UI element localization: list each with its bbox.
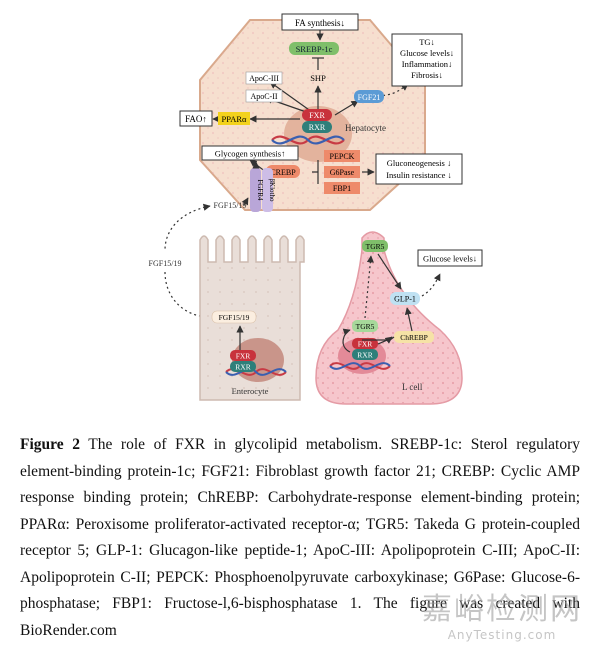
svg-text:ApoC-III: ApoC-III [249,74,279,83]
svg-text:RXR: RXR [357,351,372,360]
shp-label: SHP [310,73,326,83]
watermark-sub: AnyTesting.com [447,628,557,642]
gluconeogenesis-box: Gluconeogenesis ↓ Insulin resistance ↓ [375,153,463,185]
apoc-ii-node: ApoC-II [245,89,283,103]
fgfr4-klotho-receptor: FGFR4 βKlotho [250,168,276,212]
fa-synthesis-box: FA synthesis↓ [281,13,359,31]
fao-box: FAO↑ [179,110,213,127]
svg-text:Glucose levels↓: Glucose levels↓ [400,48,454,58]
svg-text:Fibrosis↓: Fibrosis↓ [411,70,443,80]
glycogen-synthesis-box: Glycogen synthesis↑ [201,145,299,161]
svg-text:FAO↑: FAO↑ [185,114,207,124]
l-cell-fxr-rxr: FXR RXR [352,338,378,360]
tg-effects-box: TG↓ Glucose levels↓ Inflammation↓ Fibros… [391,33,463,87]
svg-text:TGR5: TGR5 [356,322,375,331]
svg-text:ApoC-II: ApoC-II [250,92,277,101]
svg-text:FXR: FXR [309,111,325,120]
svg-text:Insulin resistance ↓: Insulin resistance ↓ [386,170,452,180]
hepatocyte-fxr-rxr: FXR RXR [302,109,332,133]
svg-text:FXR: FXR [236,352,251,361]
crebp-node: CREBP [266,165,300,178]
enterocyte-label: Enterocyte [232,386,269,396]
svg-text:G6Pase: G6Pase [330,168,355,177]
l-cell-label: L cell [402,382,423,392]
svg-text:CREBP: CREBP [270,168,296,177]
svg-text:RXR: RXR [309,123,326,132]
svg-text:Glucose levels↓: Glucose levels↓ [423,254,477,264]
figure-caption-label: Figure 2 [20,436,80,453]
enterocyte-fxr-rxr: FXR RXR [230,350,256,372]
figure-caption: Figure 2 The role of FXR in glycolipid m… [20,432,580,644]
svg-text:FXR: FXR [358,340,373,349]
svg-text:βKlotho: βKlotho [268,178,276,202]
apoc-iii-node: ApoC-III [245,71,283,85]
svg-text:FGFR4: FGFR4 [256,179,264,201]
svg-text:RXR: RXR [235,363,250,372]
svg-text:SREBP-1c: SREBP-1c [296,44,333,54]
l-cell: L cell [315,231,463,405]
figure-caption-text: The role of FXR in glycolipid metabolism… [20,436,580,639]
svg-text:FGF15/19: FGF15/19 [219,313,250,322]
svg-text:GLP-1: GLP-1 [394,295,416,304]
svg-text:TG↓: TG↓ [419,37,435,47]
figure-2-diagram: Hepatocyte FA synthesis↓ SREBP-1c SHP Ap… [149,13,483,405]
fgf15-19-label-side: FGF15/19 [149,259,182,268]
svg-text:ChREBP: ChREBP [400,333,428,342]
hepatocyte-label: Hepatocyte [345,123,386,133]
svg-text:Inflammation↓: Inflammation↓ [402,59,453,69]
watermark-main: 嘉峪检测网 [422,592,582,627]
hepatocyte-nucleus [284,106,352,162]
ppar-alpha-node: PPARα [218,112,250,125]
glucose-levels-box: Glucose levels↓ [417,249,483,267]
fgf21-node: FGF21 [354,90,384,103]
tgr5-top-node: TGR5 [362,240,388,252]
enterocyte-fgf15-19-node: FGF15/19 [211,310,257,324]
fgf15-19-label-top: FGF15/19 [214,201,247,210]
svg-text:FGF21: FGF21 [358,93,381,102]
watermark-logo: 嘉峪检测网 AnyTesting.com [422,584,582,642]
svg-text:Glycogen synthesis↑: Glycogen synthesis↑ [215,149,286,159]
svg-text:PEPCK: PEPCK [330,152,355,161]
tgr5-mid-node: TGR5 [352,320,378,332]
chrebp-node: ChREBP [394,331,434,343]
glp-1-node: GLP-1 [390,292,420,305]
srebp-1c-node: SREBP-1c [289,42,339,55]
gluconeogenic-enzymes: PEPCK G6Pase FBP1 [324,150,360,194]
svg-text:Gluconeogenesis ↓: Gluconeogenesis ↓ [387,158,451,168]
svg-text:PPARα: PPARα [222,114,247,124]
svg-text:FBP1: FBP1 [333,184,351,193]
svg-text:TGR5: TGR5 [366,242,385,251]
svg-text:FA synthesis↓: FA synthesis↓ [295,18,345,28]
